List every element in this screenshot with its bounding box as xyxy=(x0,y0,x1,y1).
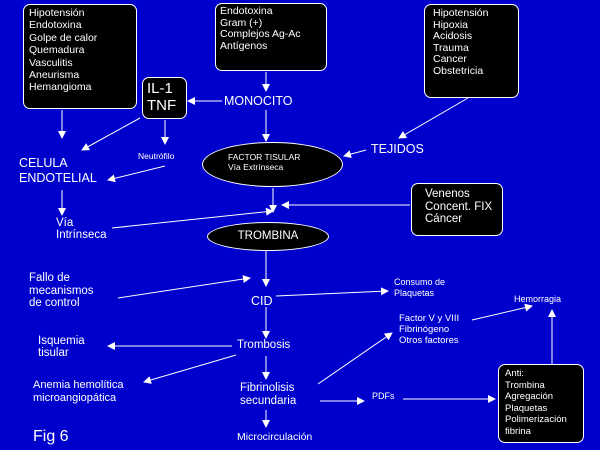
factores-label: Factor V y VIII Fibrinógeno Otros factor… xyxy=(399,313,460,346)
isquemia-label: Isquemia tisular xyxy=(38,335,85,359)
arrow-trombosis-to-anemia xyxy=(143,354,237,384)
arrow-causes-right-to-tejidos xyxy=(398,97,469,139)
arrow-fallo-to-cid xyxy=(117,275,251,299)
arrow-tejidos-to-factor xyxy=(343,149,367,159)
trombina-node: TROMBINA xyxy=(207,222,329,251)
arrow-factores-to-hemorragia xyxy=(471,303,533,321)
cid-label: CID xyxy=(251,294,273,308)
arrow-fibrinolisis-to-factores xyxy=(317,332,393,385)
causes-right-box: Hipotensión Hipoxia Acidosis Trauma Canc… xyxy=(424,4,519,98)
neutrofilo-label: Neutrófilo xyxy=(138,151,175,161)
arrow-cid-to-consumo xyxy=(275,287,389,297)
fallo-label: Fallo de mecanismos de control xyxy=(29,272,94,309)
venoms-box: Venenos Concent. FIX Cáncer xyxy=(411,183,503,236)
celula-endotelial-label: CELULA ENDOTELIAL xyxy=(19,156,97,185)
fig-label: Fig 6 xyxy=(33,428,69,445)
causes-left-box: Hipotensión Endotoxina Golpe de calor Qu… xyxy=(23,4,137,109)
microcirculacion-label: Microcirculación xyxy=(237,431,313,443)
consumo-label: Consumo de Plaquetas xyxy=(394,277,446,298)
via-intrinseca-label: Vía Intrínseca xyxy=(56,217,107,241)
pdfs-label: PDFs xyxy=(372,391,395,401)
anti-box: Anti: Trombina Agregación Plaquetas Poli… xyxy=(498,364,584,443)
arrow-neutrofilo-to-celula xyxy=(107,165,166,183)
factor-tisular-node: FACTOR TISULAR Vía Extrínseca xyxy=(202,142,343,187)
arrow-cytokines-to-celula xyxy=(81,117,141,151)
fibrinolisis-label: Fibrinolisis secundaria xyxy=(240,382,297,407)
cytokines-box: IL-1 TNF xyxy=(142,77,187,119)
monocito-label: MONOCITO xyxy=(224,94,293,108)
trombosis-label: Trombosis xyxy=(237,339,291,351)
causes-center-box: Endotoxina Gram (+) Complejos Ag-Ac Antí… xyxy=(215,3,327,71)
tejidos-label: TEJIDOS xyxy=(371,142,424,156)
hemorragia-label: Hemorragia xyxy=(514,294,562,304)
arrow-via-to-trombina xyxy=(111,207,274,229)
anemia-label: Anemia hemolítica microangiopática xyxy=(33,379,124,404)
